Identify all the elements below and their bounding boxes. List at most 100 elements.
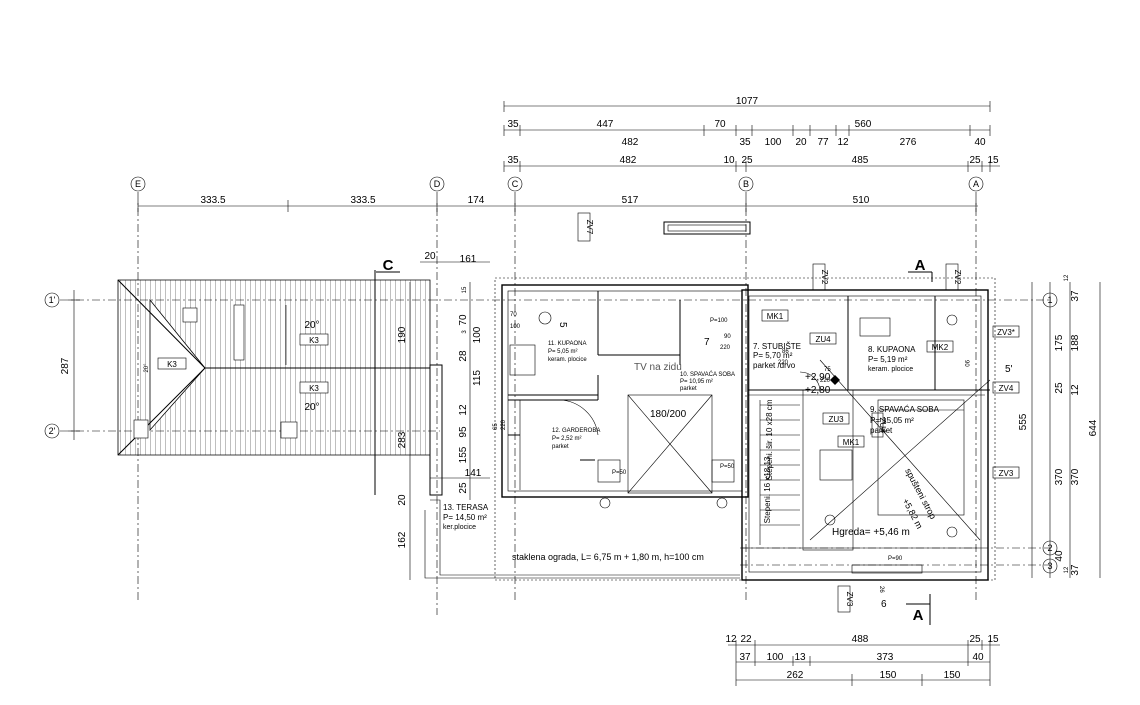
- dim-top-3-c: 10: [723, 155, 735, 166]
- dim-bot-2-100: 100: [767, 652, 784, 663]
- dim-bot-3-150b: 150: [944, 670, 961, 681]
- note-door-7: 7: [704, 337, 710, 348]
- section-a-top: A: [915, 257, 926, 274]
- note-glass-railing: staklena ograda, L= 6,75 m + 1,80 m, h=1…: [512, 552, 704, 562]
- dim-small-141: 141: [465, 468, 482, 479]
- tag-zv3-star: ZV3*: [997, 328, 1015, 337]
- dim-right-40: 40: [1054, 550, 1065, 562]
- wall-tags: ZV7 ZV2 ZV2 ZV3* ZV4 ZV3 ZV3 MK1 MK1 MK2…: [577, 212, 1020, 613]
- right-dimension-chains: 12 37 175 25 370 40 12 188 12 370 37 555…: [1018, 274, 1101, 578]
- tag-zv4: ZV4: [999, 384, 1014, 393]
- dim-axis-c-b: 517: [622, 195, 639, 206]
- dim-axis-d-c: 174: [468, 195, 485, 206]
- roof-tag-k3-top: K3: [309, 336, 319, 345]
- roof-tag-k3-left: K3: [167, 360, 177, 369]
- opening-220-b: 220: [778, 360, 789, 366]
- dim-axis-b-a: 510: [853, 195, 870, 206]
- room-spavaca-9-name: 9. SPAVAĆA SOBA: [870, 405, 940, 414]
- roof-angle-bottom: 20°: [304, 402, 319, 413]
- note-tv: TV na zidu: [634, 362, 682, 373]
- opening-220-a: 220: [720, 345, 731, 351]
- dim-top-2-l: 40: [974, 137, 986, 148]
- dim-top-3-e: 485: [852, 155, 869, 166]
- tag-zu3: ZU3: [828, 415, 844, 424]
- dim-top-2-k: 276: [900, 137, 917, 148]
- bottom-dimension-chains: 12 22 488 25 15 37 100 13 373 40 262 150…: [725, 634, 1000, 686]
- dim-right-644: 644: [1088, 419, 1099, 436]
- axis-label-d: D: [434, 179, 441, 189]
- section-a-bottom: A: [913, 607, 924, 624]
- note-stairs-width: Stepeni. šir. 10 x28 cm: [765, 399, 774, 480]
- dim-left-20: 20: [397, 494, 408, 506]
- roof-tag-k3-mid: K3: [309, 384, 319, 393]
- dim-right-370a: 370: [1054, 468, 1065, 485]
- room-kupaona-8-area: P= 5,19 m²: [868, 355, 908, 364]
- room-kupaona-8-name: 8. KUPAONA: [868, 345, 916, 354]
- roof-plan: K3 K3 K3 20° 20° 20°: [117, 270, 431, 495]
- dim-top-3-g: 15: [987, 155, 999, 166]
- dim-top-2-h: 77: [817, 137, 829, 148]
- note-stairs: Stepeni. 16 x18,13: [763, 456, 772, 523]
- top-dimension-chains: 1077 35 447 70 35 482 100 20 77 12 560 2…: [137, 96, 1000, 212]
- dim-top-2-b: 447: [597, 119, 614, 130]
- dim-top-2-a: 35: [507, 119, 519, 130]
- opening-26: 26: [878, 586, 884, 593]
- room-labels: 11. KUPAONA P= 5,05 m² keram. plocice 10…: [443, 341, 940, 531]
- section-marks: C A A: [376, 257, 933, 625]
- room-terasa-13-area: P= 14,50 m²: [443, 513, 487, 522]
- dim-right-370b: 370: [1070, 468, 1081, 485]
- room-garderoba-12-area: P= 2,52 m²: [552, 436, 582, 442]
- dim-bot-3-150a: 150: [880, 670, 897, 681]
- note-level-280: +2,80: [805, 385, 831, 396]
- room-spavaca-9-floor: parket: [870, 426, 893, 435]
- axis-label-e: E: [135, 179, 141, 189]
- dim-top-3-f: 25: [969, 155, 981, 166]
- dim-right-12a: 12: [1064, 274, 1070, 281]
- dim-top-3-d: 25: [741, 155, 753, 166]
- dim-bot-1-15: 15: [987, 634, 999, 645]
- room-kupaona-11-name: 11. KUPAONA: [548, 341, 586, 347]
- dim-stack-70: 70: [458, 314, 469, 326]
- note-bed: 180/200: [650, 409, 687, 420]
- dim-stack-3: 3: [462, 330, 468, 334]
- dim-top-2-e: 482: [622, 137, 639, 148]
- opening-100: 100: [510, 324, 521, 330]
- dim-left-287: 287: [60, 357, 71, 374]
- note-p50-a: P=50: [612, 470, 627, 476]
- section-c: C: [383, 257, 394, 274]
- opening-75: 75: [824, 367, 831, 373]
- dim-right-12b: 12: [1064, 566, 1070, 573]
- opening-220-c: 220: [820, 378, 831, 384]
- note-level-290: +2,90: [805, 372, 831, 383]
- room-spavaca-10-floor: parket: [680, 386, 697, 392]
- dim-small-161: 161: [460, 254, 477, 265]
- room-garderoba-12-name: 12. GARDEROBA: [552, 428, 600, 434]
- tag-zv7: ZV7: [585, 220, 594, 235]
- dim-bot-1-25: 25: [969, 634, 981, 645]
- dim-total-width: 1077: [736, 96, 759, 107]
- roof-angle-left: 20°: [144, 363, 150, 373]
- roof-angle-top: 20°: [304, 320, 319, 331]
- room-spavaca-9-area: P= 15,05 m²: [870, 416, 914, 425]
- opening-90-b: 90: [963, 360, 969, 367]
- dim-right-188: 188: [1070, 334, 1081, 351]
- opening-sizes: 90 220 86 220 75 220 70 100 65 220 90 26: [493, 312, 969, 593]
- tag-mk1-bottom: MK1: [843, 438, 860, 447]
- dim-bot-2-37: 37: [739, 652, 751, 663]
- opening-86: 86: [782, 349, 789, 355]
- note-beam-height: Hgreda= +5,46 m: [832, 527, 910, 538]
- room-kupaona-11-floor: keram. plocice: [548, 357, 587, 363]
- room-spavaca-10-area: P= 10,95 m²: [680, 379, 713, 385]
- dim-right-555: 555: [1018, 413, 1029, 430]
- room-stubiste-7-area: P= 5,70 m²: [753, 351, 793, 360]
- opening-70: 70: [510, 312, 517, 318]
- dim-stack-12: 12: [458, 404, 469, 416]
- tag-zv2-b: ZV2: [953, 270, 962, 285]
- dim-bot-1-488: 488: [852, 634, 869, 645]
- dim-stack-100: 100: [472, 326, 483, 343]
- dim-bot-2-373: 373: [877, 652, 894, 663]
- dim-axis-mid-d: 333.5: [350, 195, 375, 206]
- dim-stack-25: 25: [458, 482, 469, 494]
- room-stubiste-7-floor: parket /drvo: [753, 361, 796, 370]
- building-walls: [424, 221, 996, 581]
